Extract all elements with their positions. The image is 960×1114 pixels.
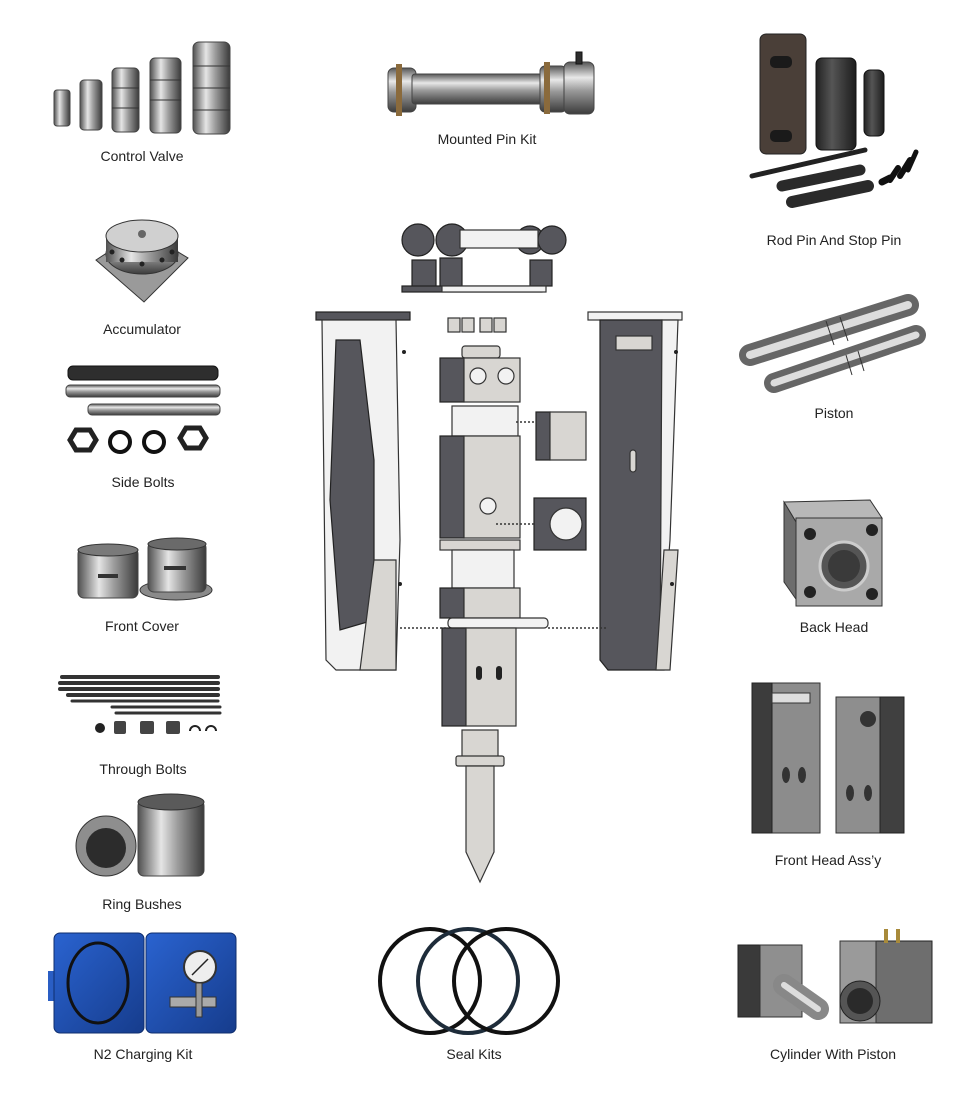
side-bolts-image [65, 365, 221, 454]
cylinder-with-piston-label: Cylinder With Piston [769, 1046, 897, 1062]
top-bracket-cad [401, 223, 567, 293]
n2-charging-kit-image [48, 932, 237, 1034]
ring-bushes-image [75, 793, 205, 877]
control-valve-image [53, 41, 231, 135]
front-cover-image [77, 537, 213, 601]
part-accumulator[interactable]: Accumulator [60, 200, 230, 345]
part-front-cover[interactable]: Front Cover [60, 530, 230, 640]
exploded-breaker-diagram [300, 200, 700, 900]
right-housing-cad [587, 311, 683, 671]
through-bolts-image [58, 675, 222, 734]
part-through-bolts[interactable]: Through Bolts [50, 665, 240, 785]
control-valve-label: Control Valve [100, 148, 184, 164]
part-seal-kits[interactable]: Seal Kits [360, 915, 580, 1075]
mounted-pin-kit-image [387, 51, 595, 116]
part-piston[interactable]: Piston [730, 285, 950, 425]
part-side-bolts[interactable]: Side Bolts [50, 360, 240, 500]
piston-image [739, 294, 926, 393]
n2-charging-kit-label: N2 Charging Kit [93, 1046, 193, 1062]
ring-bushes-label: Ring Bushes [102, 896, 182, 912]
part-cylinder-with-piston[interactable]: Cylinder With Piston [720, 925, 950, 1075]
accumulator-image [95, 219, 189, 303]
rod-pin-stop-pin-image [749, 33, 919, 208]
cylinder-with-piston-image [737, 929, 933, 1024]
part-ring-bushes[interactable]: Ring Bushes [60, 790, 230, 920]
exploded-breaker-image [315, 223, 683, 884]
part-mounted-pin-kit[interactable]: Mounted Pin Kit [340, 0, 620, 160]
side-accumulator-cad [533, 497, 587, 551]
central-stack-cad [439, 317, 549, 884]
rod-pin-stop-pin-label: Rod Pin And Stop Pin [766, 232, 902, 248]
piston-label: Piston [814, 405, 854, 421]
part-front-head-assy[interactable]: Front Head Ass’y [740, 675, 920, 875]
seal-kits-image [378, 927, 560, 1035]
through-bolts-label: Through Bolts [99, 761, 187, 777]
front-head-assy-image [751, 682, 905, 834]
back-head-label: Back Head [799, 619, 869, 635]
side-bolts-label: Side Bolts [111, 474, 175, 490]
seal-kits-label: Seal Kits [446, 1046, 502, 1062]
accumulator-label: Accumulator [103, 321, 181, 337]
part-control-valve[interactable]: Control Valve [0, 0, 290, 175]
part-rod-pin-stop-pin[interactable]: Rod Pin And Stop Pin [730, 20, 950, 260]
front-head-assy-label: Front Head Ass’y [774, 852, 882, 868]
front-cover-label: Front Cover [105, 618, 179, 634]
side-valve-block-cad [535, 411, 587, 461]
mounted-pin-kit-label: Mounted Pin Kit [437, 131, 537, 147]
left-housing-cad [315, 311, 411, 671]
back-head-image [783, 499, 883, 607]
part-back-head[interactable]: Back Head [760, 490, 910, 640]
part-n2-charging-kit[interactable]: N2 Charging Kit [40, 925, 250, 1075]
